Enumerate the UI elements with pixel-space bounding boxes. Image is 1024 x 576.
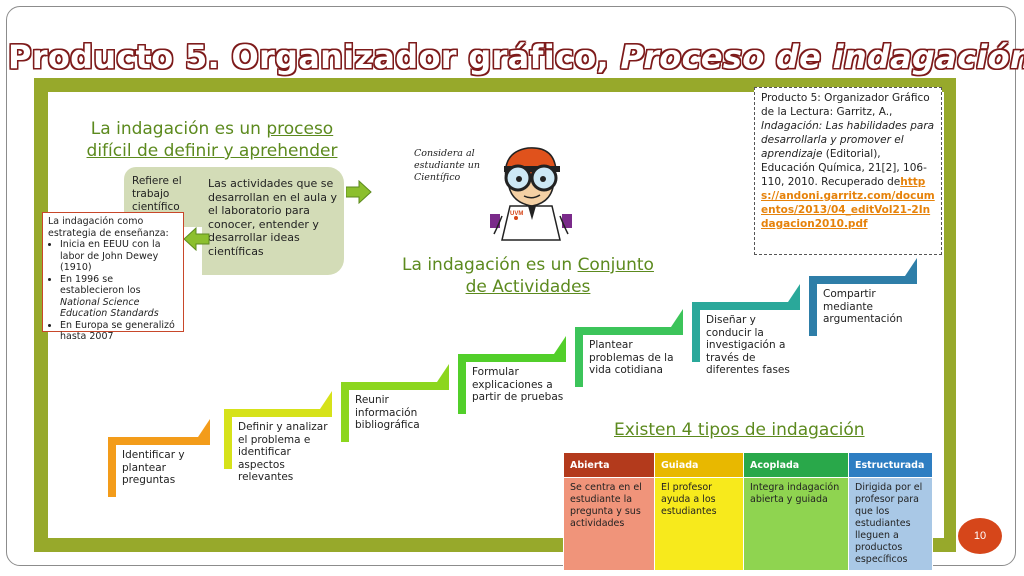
step-corner-1 — [198, 419, 210, 437]
step-bar-1 — [108, 437, 210, 445]
step-bar-6 — [692, 302, 800, 310]
step-side-5 — [575, 327, 583, 387]
step-label-2: Definir y analizar el problema e identif… — [238, 421, 328, 483]
list-item: En Europa se generalizó hasta 2007 — [60, 320, 178, 343]
step-corner-4 — [554, 336, 566, 354]
cell-acoplada: Integra indagación abierta y guiada — [743, 477, 849, 571]
cell-abierta: Se centra en el estudiante la pregunta y… — [563, 477, 655, 571]
reference-link[interactable]: https://andoni.garritz.com/documentos/20… — [761, 176, 935, 230]
header-estructurada: Estructurada — [848, 452, 933, 478]
cell-guiada: El profesor ayuda a los estudiantes — [654, 477, 744, 571]
step-corner-7 — [905, 258, 917, 276]
left-arrow-icon — [184, 227, 210, 251]
page-number-badge: 10 — [958, 518, 1002, 554]
actividades-text: Las actividades que se desarrollan en el… — [208, 177, 337, 258]
cell-estructurada: Dirigida por el profesor para que los es… — [848, 477, 933, 571]
scientist-character-illustration — [490, 147, 572, 241]
step-side-4 — [458, 354, 466, 414]
header-acoplada: Acoplada — [743, 452, 849, 478]
tipos-table: Abierta Guiada Acoplada Estructurada Se … — [563, 452, 933, 571]
table-header-row: Abierta Guiada Acoplada Estructurada — [563, 452, 933, 478]
right-arrow-icon — [346, 180, 372, 204]
header-abierta: Abierta — [563, 452, 655, 478]
step-side-7 — [809, 276, 817, 336]
step-side-3 — [341, 382, 349, 442]
step-label-4: Formular explicaciones a partir de prueb… — [472, 366, 564, 403]
step-label-1: Identificar y plantear preguntas — [122, 449, 185, 486]
slide-title: Producto 5. Organizador gráfico, Proceso… — [8, 38, 1024, 76]
step-corner-6 — [788, 284, 800, 302]
step-bar-4 — [458, 354, 566, 362]
step-bar-3 — [341, 382, 449, 390]
reference-box: Producto 5: Organizador Gráfico de la Le… — [754, 87, 942, 255]
slide-frame — [6, 6, 1016, 566]
list-item: Inicia en EEUU con la labor de John Dewe… — [60, 239, 178, 274]
step-label-7: Compartir mediante argumentación — [823, 288, 903, 325]
step-bar-7 — [809, 276, 917, 284]
step-side-1 — [108, 437, 116, 497]
table-row: Se centra en el estudiante la pregunta y… — [563, 477, 933, 571]
uvm-badge: UVM — [510, 211, 524, 217]
step-bar-2 — [224, 409, 332, 417]
estrategia-box: La indagación como estrategia de enseñan… — [42, 212, 184, 342]
step-corner-3 — [437, 364, 449, 382]
refiere-text: Refiere el trabajo científico — [132, 175, 182, 213]
step-label-5: Plantear problemas de la vida cotidiana — [589, 339, 674, 376]
header-guiada: Guiada — [654, 452, 744, 478]
actividades-box — [202, 167, 344, 275]
step-side-6 — [692, 302, 700, 362]
step-corner-5 — [671, 309, 683, 327]
step-label-6: Diseñar y conducir la investigación a tr… — [706, 314, 790, 376]
estrategia-title: La indagación como estrategia de enseñan… — [48, 216, 169, 239]
step-bar-5 — [575, 327, 683, 335]
list-item: En 1996 se establecieron los National Sc… — [60, 274, 178, 320]
estrategia-list: Inicia en EEUU con la labor de John Dewe… — [48, 239, 178, 343]
tipos-heading: Existen 4 tipos de indagación — [614, 420, 865, 440]
step-side-2 — [224, 409, 232, 469]
character-caption: Considera al estudiante un Científico — [414, 148, 481, 183]
step-label-3: Reunir información bibliográfica — [355, 394, 420, 431]
step-corner-2 — [320, 391, 332, 409]
